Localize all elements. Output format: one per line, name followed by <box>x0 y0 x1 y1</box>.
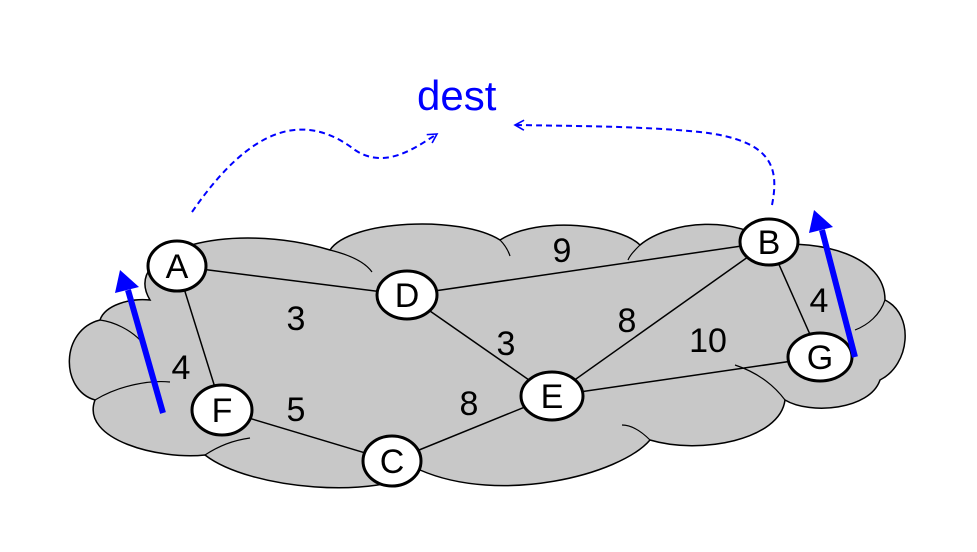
edge-e-b <box>551 241 770 397</box>
node-c-label: C <box>380 443 405 481</box>
node-f-circle <box>190 383 254 437</box>
edge-a-d <box>176 265 408 296</box>
route-arrow-right <box>819 229 858 358</box>
edge-e-g <box>551 356 821 397</box>
weight-c-e: 8 <box>460 385 479 423</box>
route-arrows <box>115 210 858 414</box>
node-g: G <box>786 331 854 383</box>
node-d: D <box>375 269 439 321</box>
route-arrow-left-head <box>115 270 139 293</box>
weight-b-g: 4 <box>810 282 829 320</box>
weight-a-d: 3 <box>287 300 306 338</box>
node-b-label: B <box>758 224 781 262</box>
edge-d-b <box>406 241 770 296</box>
node-e-circle <box>519 370 585 422</box>
weight-a-f: 4 <box>172 349 191 387</box>
node-f-label: F <box>212 392 233 430</box>
node-a-label: A <box>166 248 189 286</box>
node-d-label: D <box>395 277 420 315</box>
node-f: F <box>190 383 254 437</box>
graph-nodes: A B C D E F G <box>146 217 854 488</box>
node-b: B <box>738 217 800 267</box>
dest-paths <box>191 119 776 213</box>
dest-path-left <box>191 128 439 213</box>
route-arrow-right-head <box>809 210 833 233</box>
node-e-label: E <box>541 378 564 416</box>
network-cloud <box>68 223 906 489</box>
weight-f-c: 5 <box>287 391 306 429</box>
node-c: C <box>361 434 423 488</box>
weight-e-g: 10 <box>689 322 727 360</box>
node-a: A <box>146 239 208 293</box>
node-b-circle <box>738 217 800 267</box>
weight-e-b: 8 <box>618 302 637 340</box>
node-a-circle <box>146 239 208 293</box>
weight-d-b: 9 <box>553 232 572 270</box>
node-e: E <box>519 370 585 422</box>
node-g-label: G <box>807 339 833 377</box>
dest-label: dest <box>417 72 497 119</box>
dest-path-right <box>513 119 776 206</box>
route-arrow-left <box>125 289 166 414</box>
weight-d-e: 3 <box>497 325 516 363</box>
node-d-circle <box>375 269 439 321</box>
node-c-circle <box>361 434 423 488</box>
